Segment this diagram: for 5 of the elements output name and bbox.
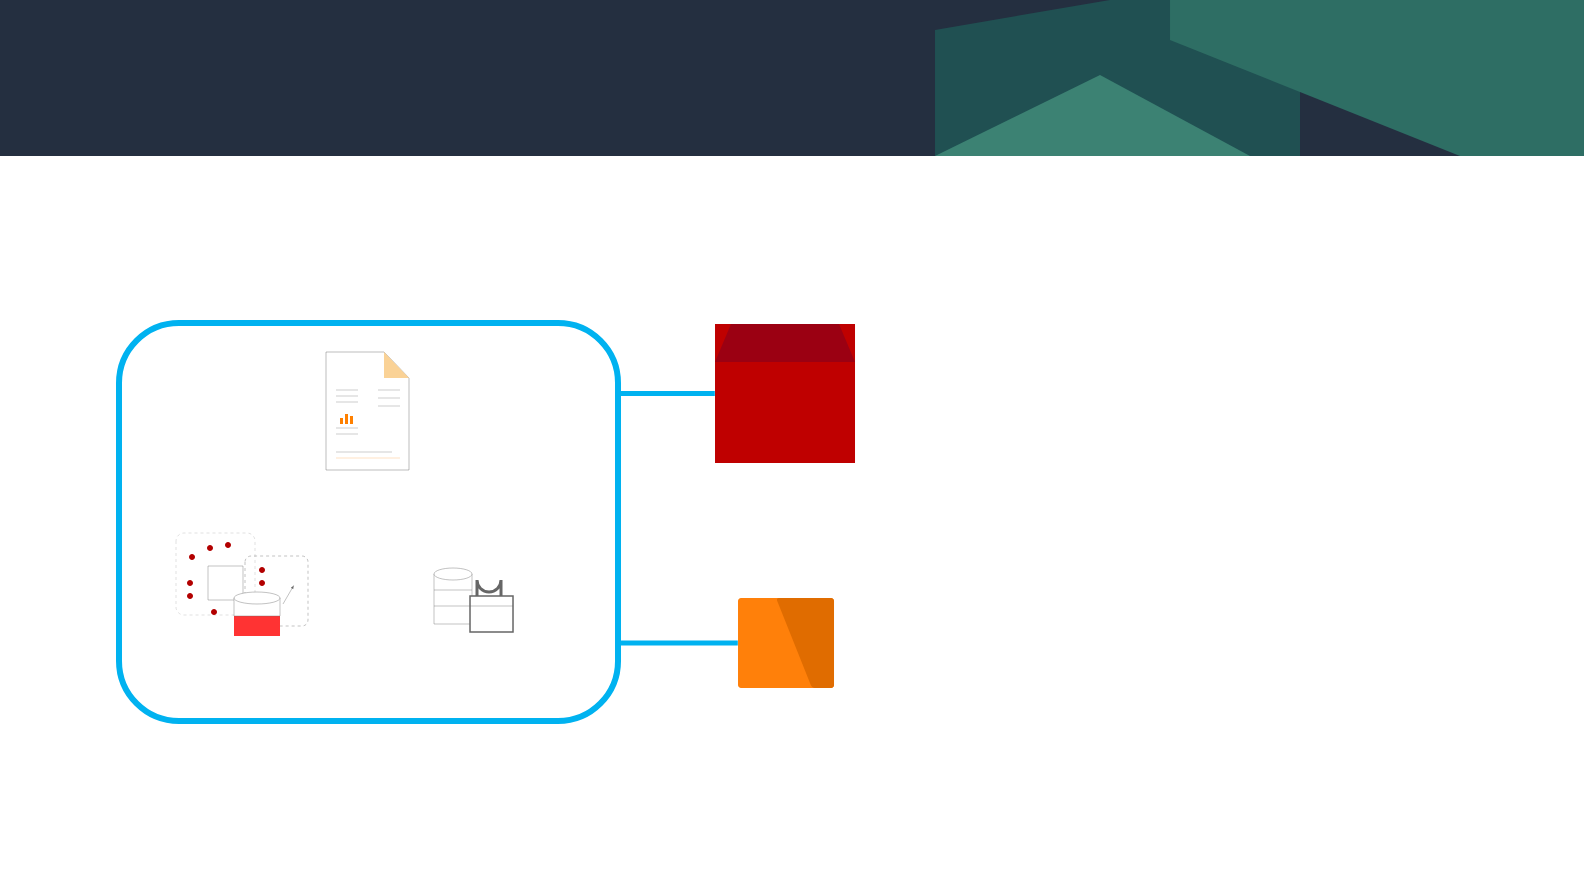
volume-box (715, 324, 855, 463)
connector-line (621, 391, 715, 396)
container-box (116, 320, 621, 724)
storage-box (738, 598, 834, 688)
connector-line (621, 640, 738, 646)
